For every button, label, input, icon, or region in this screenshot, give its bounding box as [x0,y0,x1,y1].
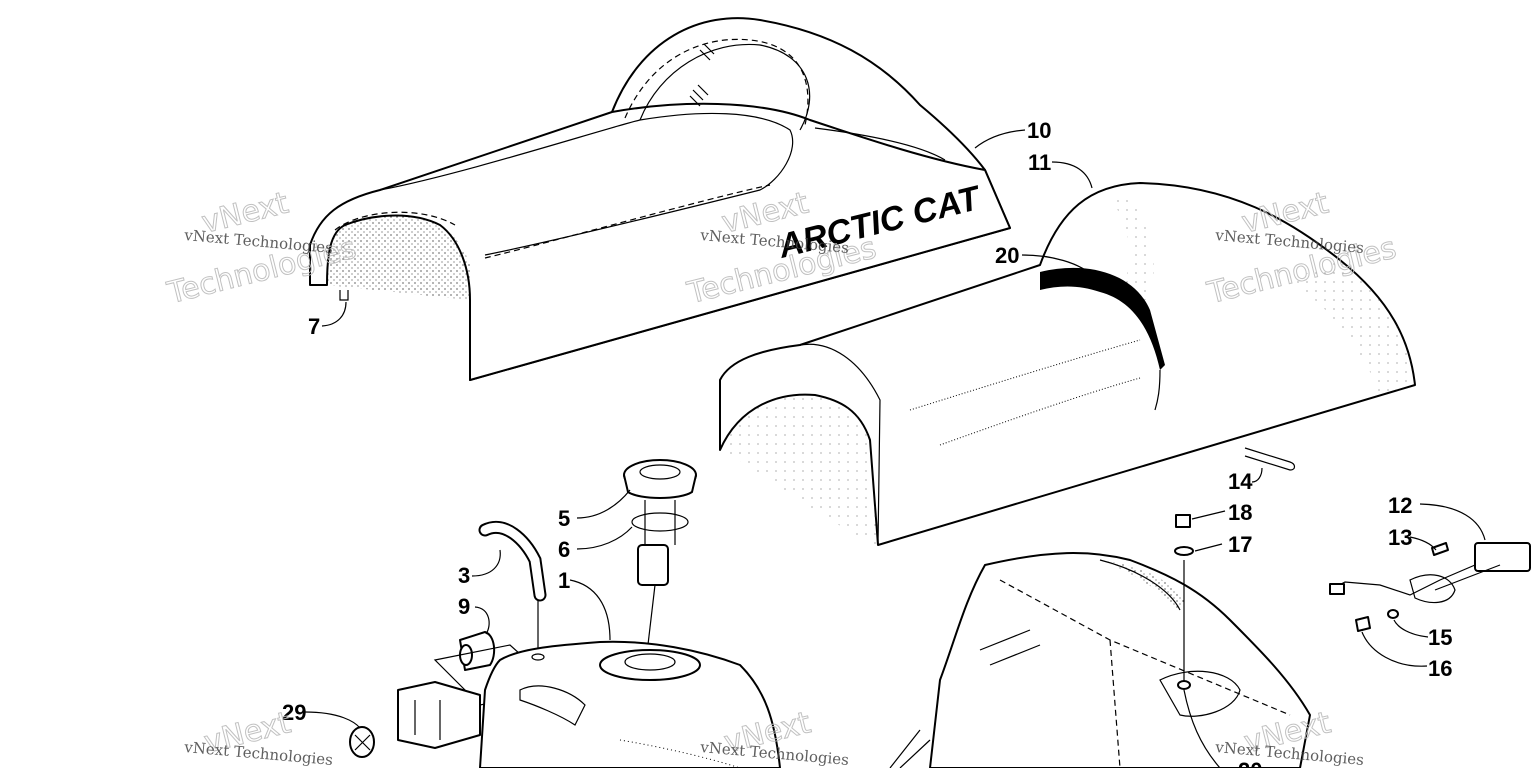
callout-17: 17 [1228,532,1252,557]
callout-labels: 1 3 5 6 7 9 10 11 12 13 14 15 16 17 18 2… [282,118,1452,768]
svg-text:vNext Technologies: vNext Technologies [183,226,334,257]
switch-harness-12 [1329,542,1531,604]
callout-3: 3 [458,563,470,588]
callout-7: 7 [308,314,320,339]
callout-14: 14 [1228,469,1253,494]
callout-29: 29 [282,700,306,725]
grommet-9 [433,631,562,706]
callout-12: 12 [1388,493,1412,518]
grommet-29 [349,726,375,758]
callout-10: 10 [1027,118,1051,143]
washer-15 [1387,609,1399,619]
callout-9: 9 [458,594,470,619]
nut-16 [1355,616,1371,632]
callout-6: 6 [558,537,570,562]
callout-16: 16 [1428,656,1452,681]
callout-11: 11 [1028,150,1051,175]
callout-1: 1 [558,568,570,593]
fuel-cap-5 [623,459,697,671]
console-housing [889,552,1311,768]
leader-lines [304,129,1486,729]
tank-bracket [397,681,481,749]
callout-5: 5 [558,506,570,531]
seat-assembly-10: ARCTIC CAT [309,17,1011,381]
screw-13 [1431,542,1449,556]
nut-18-washer-17 [1174,514,1221,768]
callout-15: 15 [1428,625,1452,650]
callout-18: 18 [1228,500,1252,525]
fuel-tank-1 [479,640,781,768]
callout-20: 20 [995,243,1019,268]
callout-20-lower: 20 [1238,758,1262,768]
callout-13: 13 [1388,525,1412,550]
